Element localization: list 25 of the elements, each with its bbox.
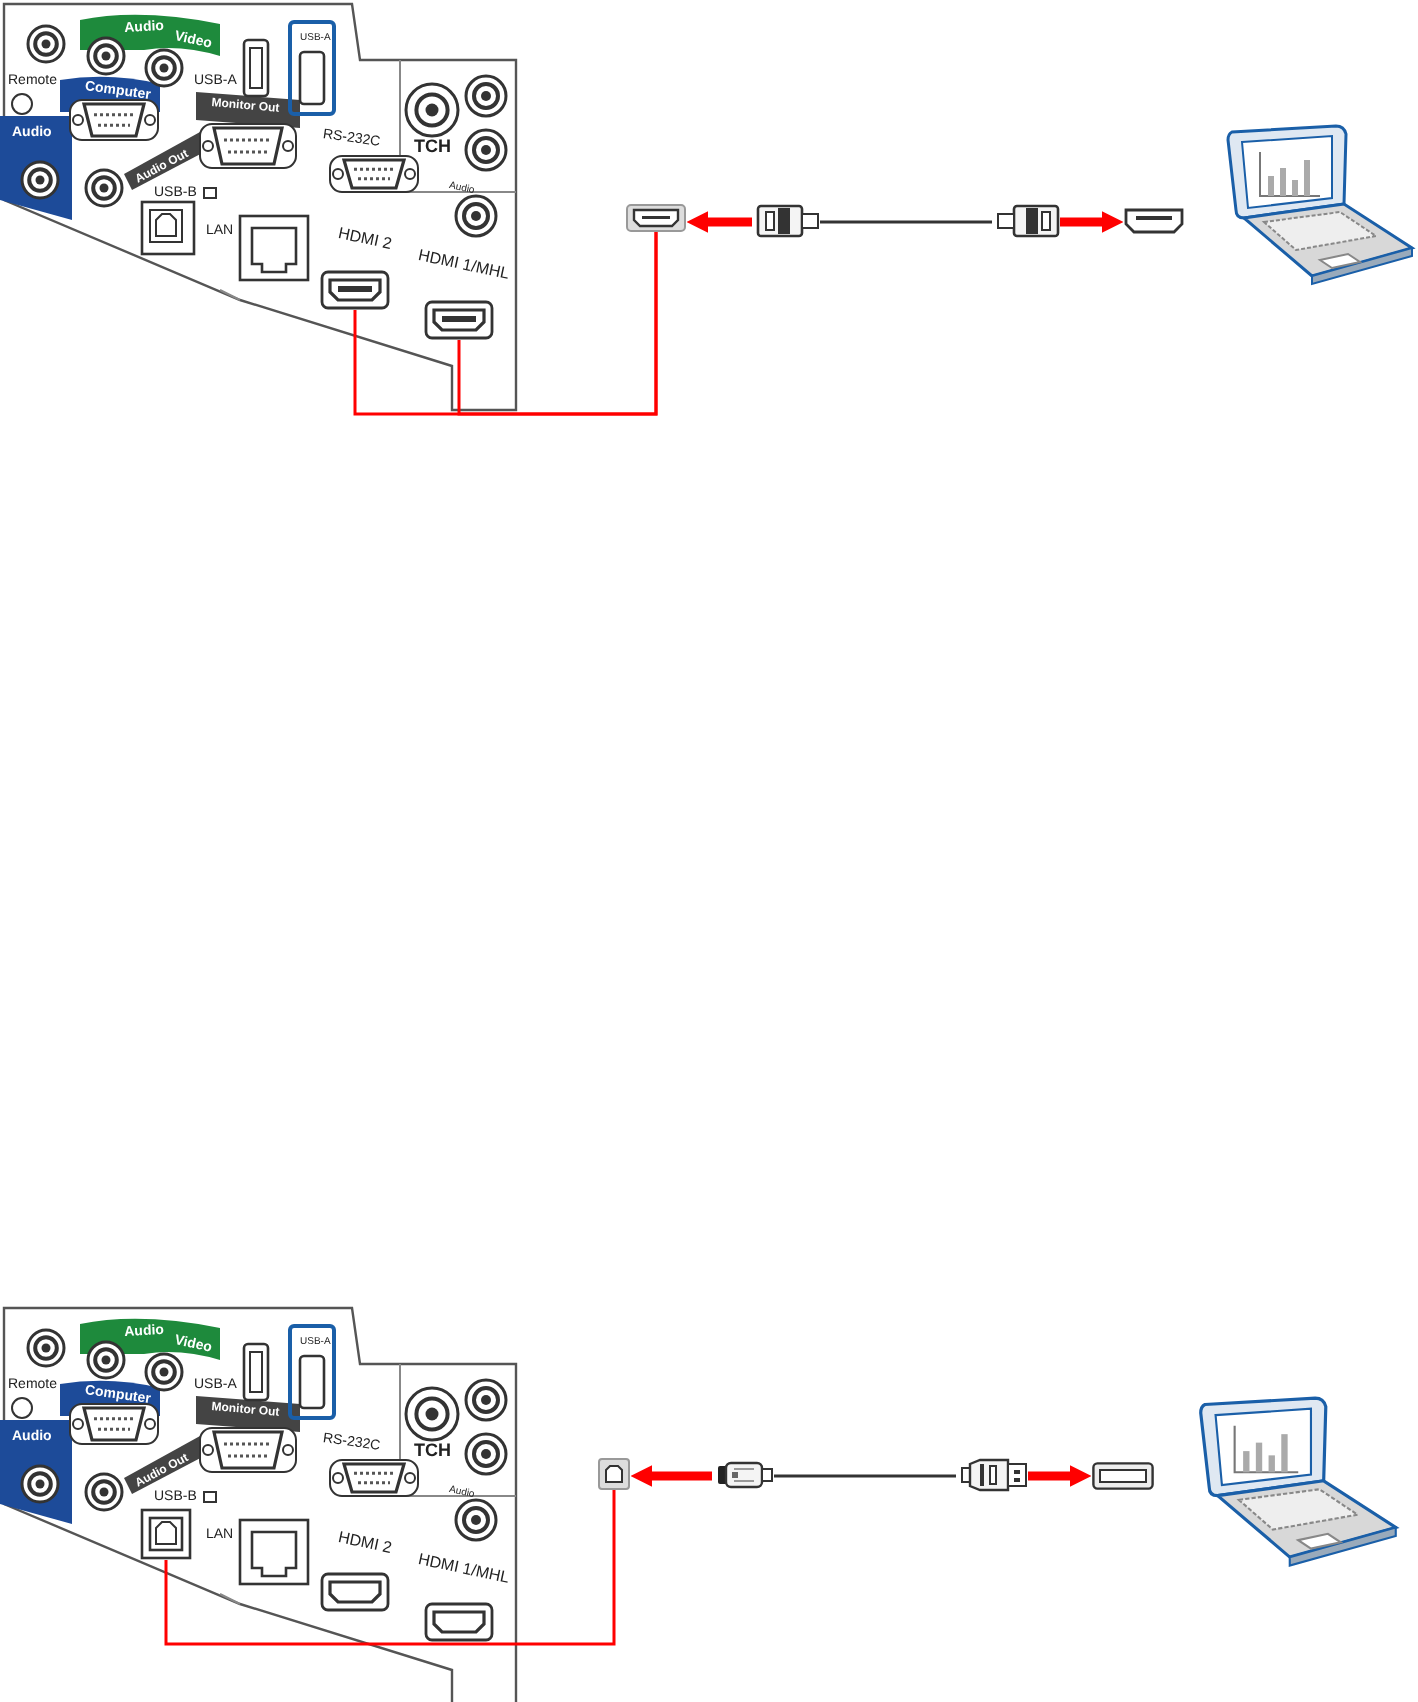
- usb-a-plug: [960, 1458, 1028, 1492]
- port-label: HDMI 2: [336, 1530, 394, 1557]
- arrow: [630, 1465, 712, 1487]
- hdmi-plug: [996, 204, 1060, 238]
- leader-line: [457, 232, 658, 416]
- usb-b-port-icon: [598, 1458, 630, 1490]
- arrow: [1060, 211, 1124, 233]
- port-label: TCH: [414, 1442, 451, 1460]
- hdmi-port: [424, 300, 494, 340]
- hdmi-port: [320, 270, 390, 310]
- port-label: HDMI 2: [336, 226, 394, 253]
- leader-line: [164, 1490, 616, 1646]
- port-label: HDMI 1/MHL: [416, 1552, 511, 1587]
- arrow: [686, 211, 752, 233]
- cable: [820, 220, 992, 224]
- port-label: HDMI 1/MHL: [416, 248, 511, 283]
- usb-a-port-icon: [1092, 1462, 1154, 1490]
- hdmi-port-icon: [1124, 208, 1184, 234]
- usb-b-port: [140, 1508, 192, 1560]
- arrow: [1028, 1465, 1092, 1487]
- cable: [774, 1474, 956, 1478]
- hdmi-plug: [756, 204, 820, 238]
- usb-b-plug: [716, 1460, 774, 1490]
- port-label: TCH: [414, 138, 451, 156]
- hdmi-port-icon: [626, 204, 686, 232]
